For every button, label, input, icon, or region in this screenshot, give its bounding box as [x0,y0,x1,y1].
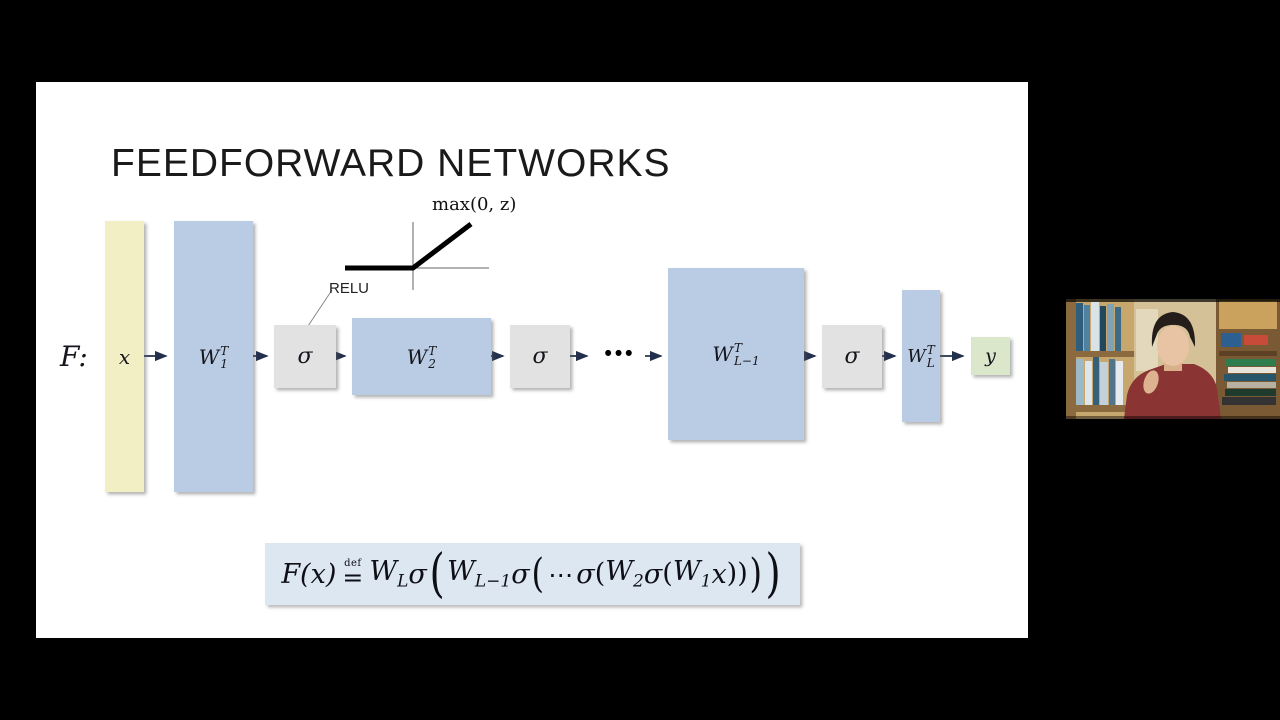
input-vector-box: x [105,221,144,492]
layer-wl-1-box: W T L−1 [668,268,804,440]
speaker-person [1124,312,1221,419]
function-label: F: [60,340,88,373]
diagram-connectors [144,222,965,362]
output-label: y [985,345,996,367]
output-box: y [971,337,1010,375]
input-label: x [118,344,131,369]
layer-wl-box: W T L [902,290,940,422]
formula-wl-1: WL−1 [447,556,512,592]
w2-label: W T 2 [406,343,437,371]
bookshelf-left [1074,302,1136,412]
formula-x: x [711,558,727,590]
formula-w2: W2 [605,556,644,592]
activation-sigma-2: σ [510,325,570,388]
presentation-slide: FEEDFORWARD NETWORKS [36,82,1028,638]
relu-leader-line [307,289,333,327]
ellipsis-dots: ••• [604,342,636,365]
formula-box: F(x) def = WL σ ( WL−1 σ ( ⋯ σ ( W2 σ ( … [265,543,800,605]
activation-sigma-3: σ [822,325,882,388]
formula-w1: W1 [672,556,712,592]
def-equals: def = [342,557,364,592]
slide-title: FEEDFORWARD NETWORKS [111,142,671,185]
wl-label: W T L [907,343,935,370]
layer-w1-box: W T 1 [174,221,253,492]
relu-curve-label: max(0, z) [432,194,517,215]
w1-label: W T 1 [198,343,229,371]
formula-lhs: F(x) [281,558,337,590]
formula-cdots: ⋯ [548,559,574,589]
bookshelf-right [1216,299,1280,419]
relu-annotation: RELU [329,280,370,297]
layer-w2-box: W T 2 [352,318,491,395]
formula-wl: WL [369,556,409,592]
webcam-scene [1066,299,1280,419]
webcam-video [1066,299,1280,419]
activation-sigma-1: σ [274,325,336,388]
relu-plot [345,222,489,290]
wl-1-label: W T L−1 [712,341,760,368]
